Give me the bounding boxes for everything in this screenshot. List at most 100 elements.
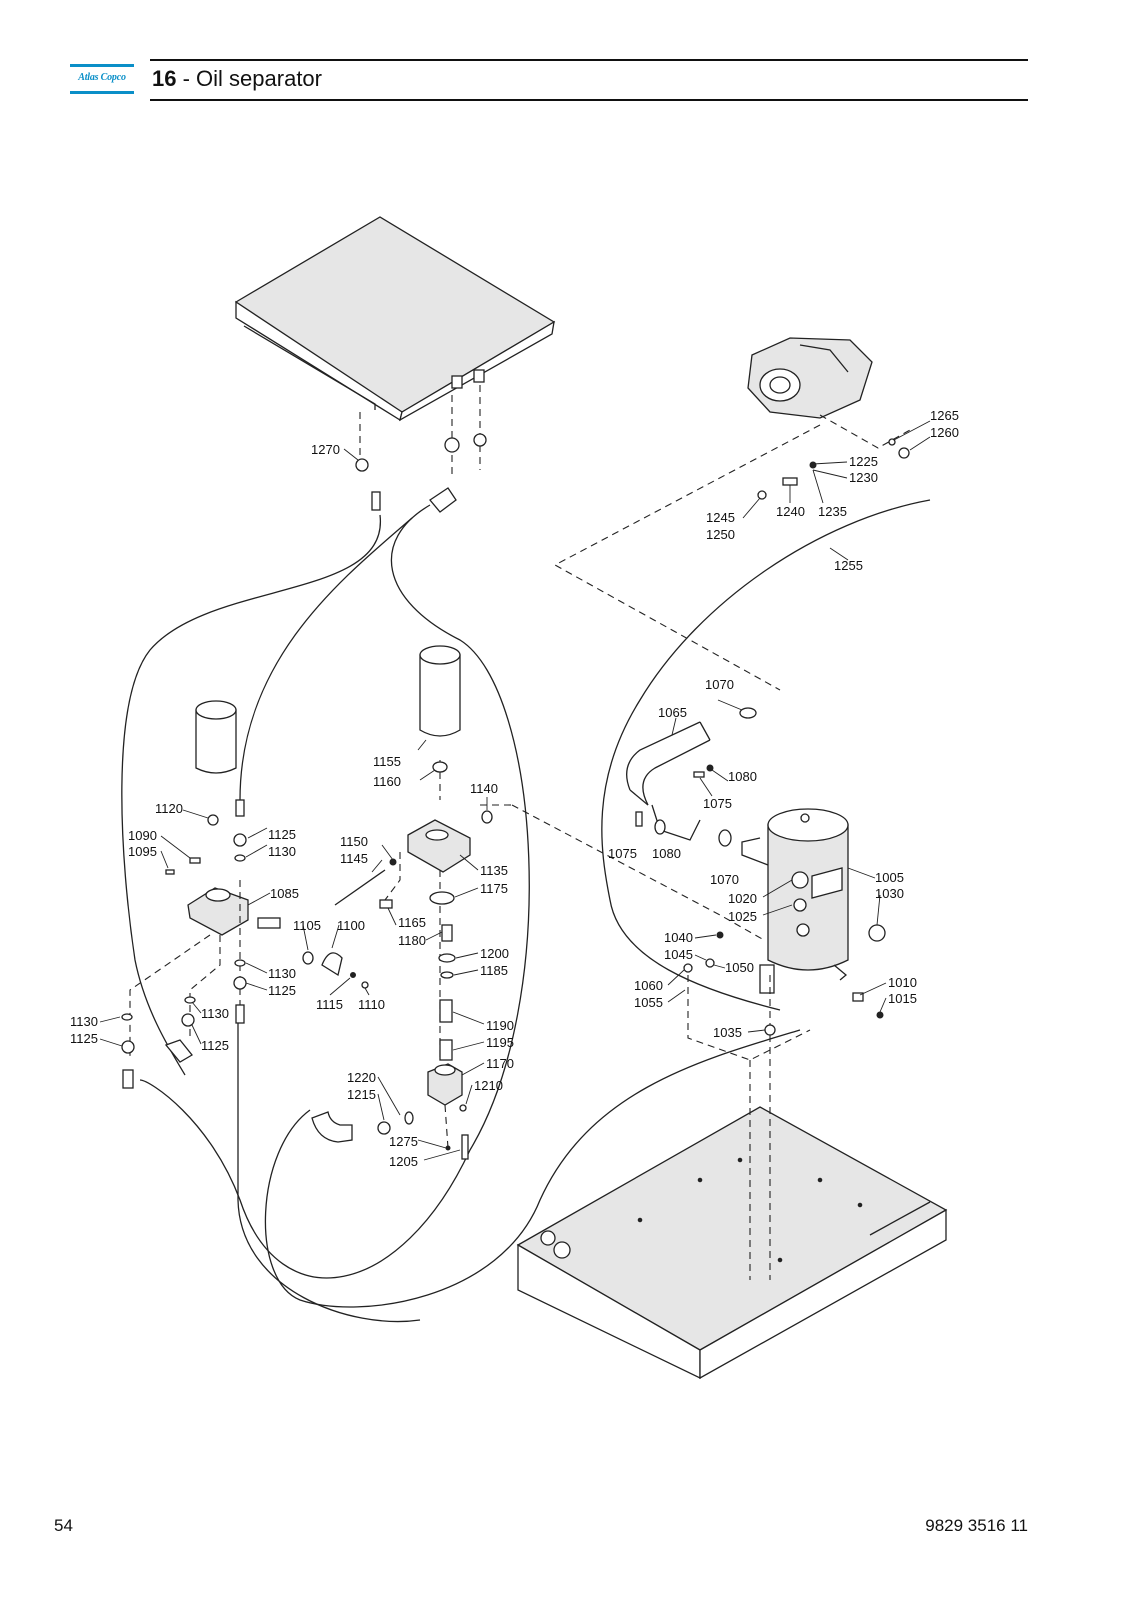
fitting-1240 bbox=[782, 477, 798, 486]
callout-1230: 1230 bbox=[849, 470, 878, 485]
callout-1265: 1265 bbox=[930, 408, 959, 423]
callout-1225: 1225 bbox=[849, 454, 878, 469]
page-number: 54 bbox=[54, 1516, 73, 1535]
fitting-1125-inner bbox=[181, 1013, 195, 1027]
callout-1255: 1255 bbox=[834, 558, 863, 573]
dash-1165 bbox=[384, 852, 401, 901]
callout-1085: 1085 bbox=[270, 886, 299, 901]
base-bolt-1 bbox=[697, 1177, 703, 1183]
filter-cap-left bbox=[195, 700, 237, 720]
fitting-1235 bbox=[809, 461, 817, 469]
receiver-tank bbox=[741, 808, 849, 994]
fitting-1060 bbox=[683, 963, 693, 973]
callout-1260: 1260 bbox=[930, 425, 959, 440]
callout-1080-top: 1080 bbox=[728, 769, 757, 784]
base-bolt-4 bbox=[857, 1202, 863, 1208]
tank-port-1020 bbox=[791, 871, 809, 889]
fitting-1010 bbox=[852, 992, 864, 1002]
callout-1175: 1175 bbox=[480, 881, 508, 896]
rod-1145 bbox=[334, 869, 386, 906]
callout-1060: 1060 bbox=[634, 978, 663, 993]
valve-1100 bbox=[321, 952, 343, 977]
header-top-rule bbox=[150, 59, 1028, 61]
pin-1275 bbox=[445, 1145, 451, 1151]
callout-1140: 1140 bbox=[470, 781, 498, 796]
fitting-1165 bbox=[379, 899, 393, 909]
callout-1135: 1135 bbox=[480, 863, 508, 878]
hose-cooler-loop bbox=[139, 504, 530, 1279]
tank-top bbox=[767, 808, 849, 842]
tank-lug bbox=[741, 837, 769, 866]
callout-1250: 1250 bbox=[706, 527, 735, 542]
elbow-fitting-1215 bbox=[311, 1111, 353, 1143]
callout-1015: 1015 bbox=[888, 991, 917, 1006]
bolt-1090 bbox=[189, 857, 201, 864]
callout-1210: 1210 bbox=[474, 1078, 503, 1093]
element-1190 bbox=[439, 999, 453, 1023]
base-frame bbox=[516, 1106, 948, 1380]
callout-1275: 1275 bbox=[389, 1134, 418, 1149]
callout-1040: 1040 bbox=[664, 930, 693, 945]
fitting-1120 bbox=[207, 814, 219, 826]
oring-1070-top bbox=[739, 707, 757, 719]
callout-1115: 1115 bbox=[316, 997, 343, 1012]
callout-1220: 1220 bbox=[347, 1070, 376, 1085]
callout-1005: 1005 bbox=[875, 870, 904, 885]
callout-1215: 1215 bbox=[347, 1087, 376, 1102]
callout-1200: 1200 bbox=[480, 946, 509, 961]
callout-1110: 1110 bbox=[358, 997, 385, 1012]
dash-loop bbox=[553, 424, 821, 691]
air-end-detail bbox=[799, 344, 849, 373]
header-bottom-rule bbox=[150, 99, 1028, 101]
section-title: Oil separator bbox=[196, 66, 322, 91]
fitting-1125-outer bbox=[121, 1040, 135, 1054]
filter-cap-center bbox=[419, 645, 461, 665]
callout-1150: 1150 bbox=[340, 834, 368, 849]
washer-1130-outer bbox=[121, 1013, 133, 1021]
tank-port-side bbox=[796, 923, 810, 937]
base-bolt-3 bbox=[817, 1177, 823, 1183]
base-side-face bbox=[699, 1208, 947, 1380]
page-title: 16 - Oil separator bbox=[152, 66, 322, 92]
cooler-port-1 bbox=[451, 375, 463, 389]
nut-1040 bbox=[716, 931, 724, 939]
callout-1170: 1170 bbox=[486, 1056, 514, 1071]
base-bolt-2 bbox=[737, 1157, 743, 1163]
fitting-1270 bbox=[355, 458, 369, 472]
leader-lines bbox=[99, 420, 931, 1161]
bolt-1015 bbox=[876, 1011, 884, 1019]
filter-canister-left bbox=[195, 709, 237, 774]
callout-1030: 1030 bbox=[875, 886, 904, 901]
pipe-elbow bbox=[651, 804, 701, 841]
callout-labels: 1270 1265 1260 1225 1230 1245 1250 1240 … bbox=[70, 408, 959, 1169]
atlas-copco-logo: Atlas Copco bbox=[70, 64, 134, 94]
callout-1050: 1050 bbox=[725, 960, 754, 975]
small-fittings bbox=[121, 433, 910, 1160]
filter-head-left bbox=[187, 887, 249, 936]
callout-1180: 1180 bbox=[398, 933, 426, 948]
filter-head-port-center bbox=[425, 829, 449, 841]
fitting-port-1 bbox=[444, 437, 460, 453]
plug-1085 bbox=[257, 917, 281, 929]
fitting-hose-left bbox=[235, 799, 245, 817]
callout-1160: 1160 bbox=[373, 774, 401, 789]
hoses bbox=[121, 499, 931, 1323]
callout-1020: 1020 bbox=[728, 891, 757, 906]
filter-head-body-left bbox=[187, 887, 249, 936]
bolt-1075-left bbox=[635, 811, 643, 827]
section-number: 16 bbox=[152, 66, 177, 91]
oil-filter-center bbox=[419, 645, 461, 737]
tank-label-plate bbox=[811, 867, 843, 899]
fitting-port-2 bbox=[473, 433, 487, 447]
callout-1155: 1155 bbox=[373, 754, 401, 769]
oil-filter-left bbox=[195, 700, 237, 774]
tank-top-cap bbox=[800, 813, 810, 823]
spring-1180 bbox=[441, 924, 453, 942]
bolt-1075 bbox=[693, 771, 705, 778]
callout-1125-mid: 1125 bbox=[268, 983, 296, 998]
fitting-1125-top bbox=[233, 833, 247, 847]
hose-cooler-feed bbox=[239, 517, 413, 801]
cooler-port-2 bbox=[473, 369, 485, 383]
cooler-bracket bbox=[243, 325, 376, 410]
